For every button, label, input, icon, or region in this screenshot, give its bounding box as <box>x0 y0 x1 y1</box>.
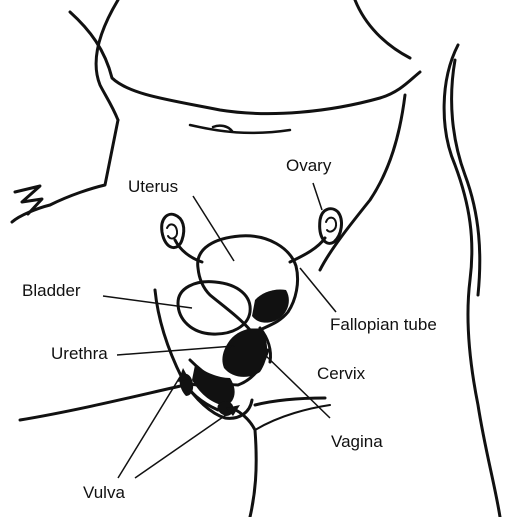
left-ovary-detail <box>167 224 177 238</box>
label-cervix: Cervix <box>317 365 365 382</box>
leader-urethra <box>117 346 234 355</box>
right-thigh-inner <box>452 60 480 295</box>
label-fallopian-tube: Fallopian tube <box>330 316 437 333</box>
belly-curve <box>190 125 290 133</box>
label-ovary: Ovary <box>286 157 331 174</box>
crotch-line <box>225 405 256 517</box>
label-bladder: Bladder <box>22 282 81 299</box>
label-uterus: Uterus <box>128 178 178 195</box>
label-vulva: Vulva <box>83 484 125 501</box>
right-ovary <box>320 209 342 244</box>
right-fallopian-tube <box>290 238 325 262</box>
body-outline-right-waist <box>355 0 410 58</box>
right-ovary-detail <box>326 218 336 232</box>
body-outline-top-waist <box>70 12 420 114</box>
leader-uterus <box>193 196 234 261</box>
leader-vulva-right <box>135 408 236 478</box>
cervix-shading <box>222 328 267 376</box>
label-vagina: Vagina <box>331 433 383 450</box>
body-outline-left-thigh-top <box>12 120 118 222</box>
leader-vagina <box>262 352 330 418</box>
label-urethra: Urethra <box>51 345 108 362</box>
lower-leg-outline <box>255 405 330 430</box>
leader-ovary <box>313 183 322 210</box>
left-ovary <box>162 214 184 247</box>
leader-vulva-left <box>118 372 183 478</box>
leader-fallopian-tube <box>300 268 336 312</box>
